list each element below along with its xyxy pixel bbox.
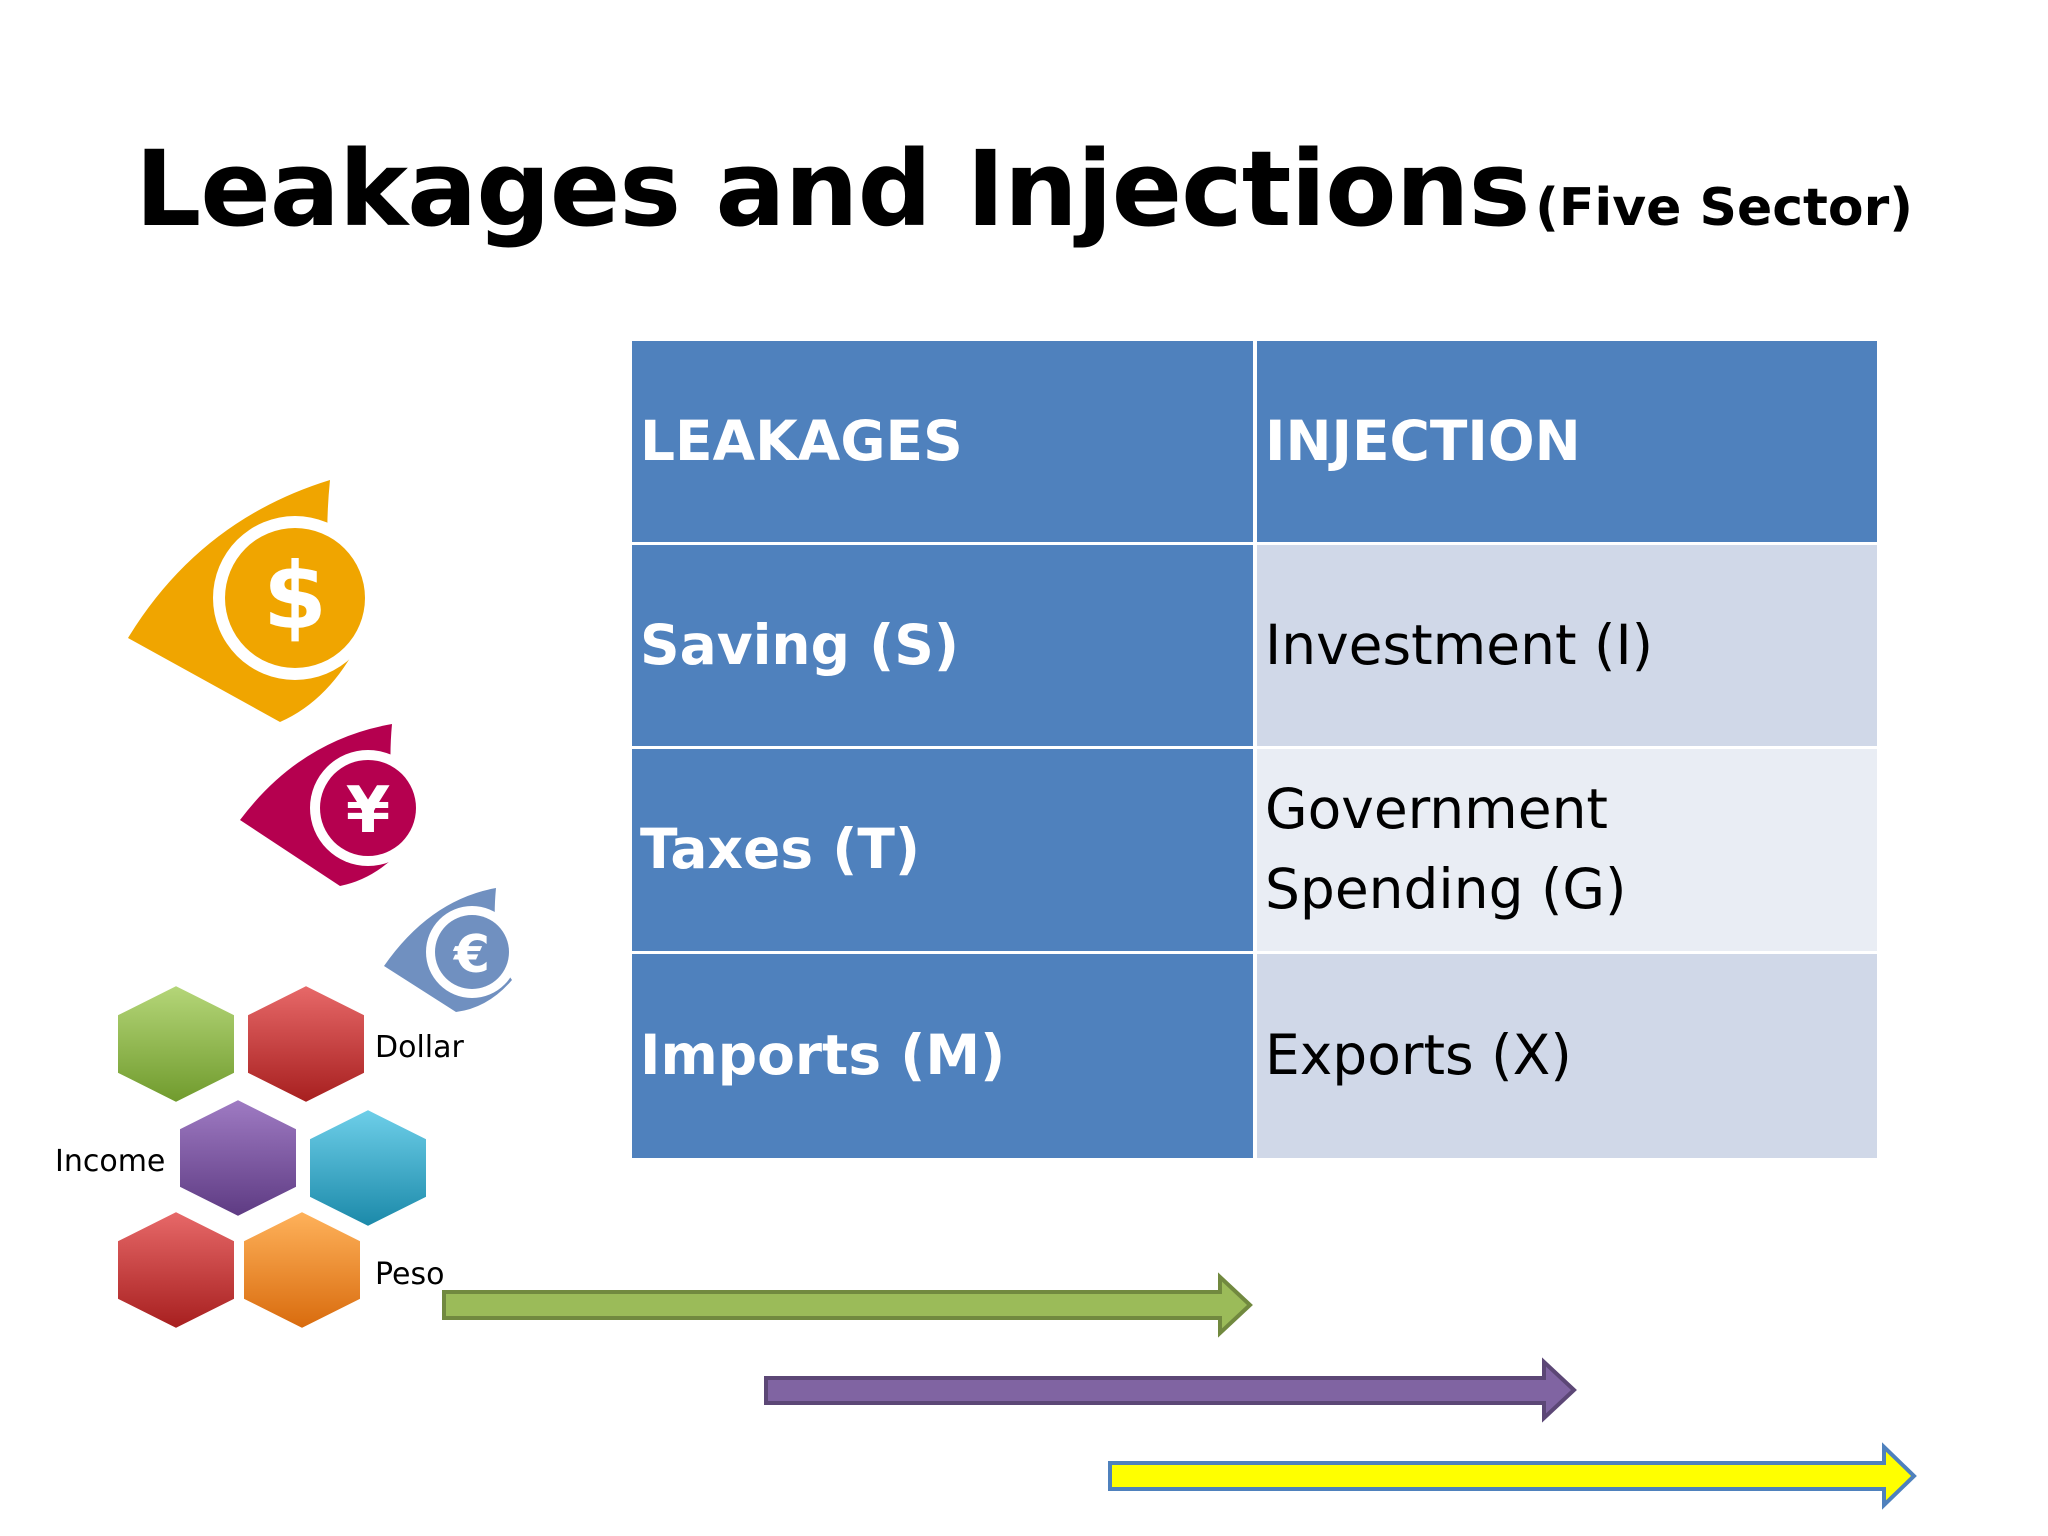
hexagon-orange (240, 1207, 364, 1333)
yen-disc (320, 760, 416, 856)
header-injection: INJECTION (1257, 341, 1877, 542)
slide-title: Leakages and Injections (Five Sector) (0, 128, 2048, 250)
header-leakages: LEAKAGES (632, 341, 1253, 542)
dollar-icon: $ (128, 480, 377, 722)
arrow-yellow (1108, 1442, 1917, 1510)
injection-cell-investment: Investment (I) (1257, 545, 1877, 746)
arrow-green (442, 1272, 1253, 1338)
leakage-cell-saving: Saving (S) (632, 545, 1253, 746)
leakage-cell-imports: Imports (M) (632, 954, 1253, 1158)
hexagon-green (114, 981, 238, 1107)
euro-symbol: € (453, 925, 490, 985)
hexagon-red-bottom (114, 1207, 238, 1333)
hexagon-cluster (114, 981, 430, 1333)
euro-disc (435, 915, 509, 989)
dollar-disc (225, 528, 365, 668)
leakages-injections-table: LEAKAGES INJECTION Saving (S) Investment… (632, 341, 1877, 1161)
title-main: Leakages and Injections (134, 128, 1531, 250)
yen-icon: ¥ (240, 724, 426, 886)
hexagon-purple (176, 1095, 300, 1221)
dollar-symbol: $ (263, 543, 327, 650)
label-income: Income (55, 1144, 166, 1179)
injection-cell-government-spending: Government Spending (G) (1257, 749, 1877, 951)
yen-symbol: ¥ (346, 774, 391, 848)
euro-icon: € (384, 888, 518, 1012)
injection-text-government-spending: Government Spending (G) (1265, 777, 1627, 921)
label-dollar: Dollar (375, 1030, 464, 1065)
leakage-cell-taxes: Taxes (T) (632, 749, 1253, 951)
injection-cell-exports: Exports (X) (1257, 954, 1877, 1158)
title-subtitle: (Five Sector) (1535, 178, 1914, 238)
arrow-purple (764, 1357, 1577, 1423)
hexagon-red-top (244, 981, 368, 1107)
hexagon-teal (306, 1105, 430, 1231)
label-peso: Peso (375, 1257, 445, 1292)
